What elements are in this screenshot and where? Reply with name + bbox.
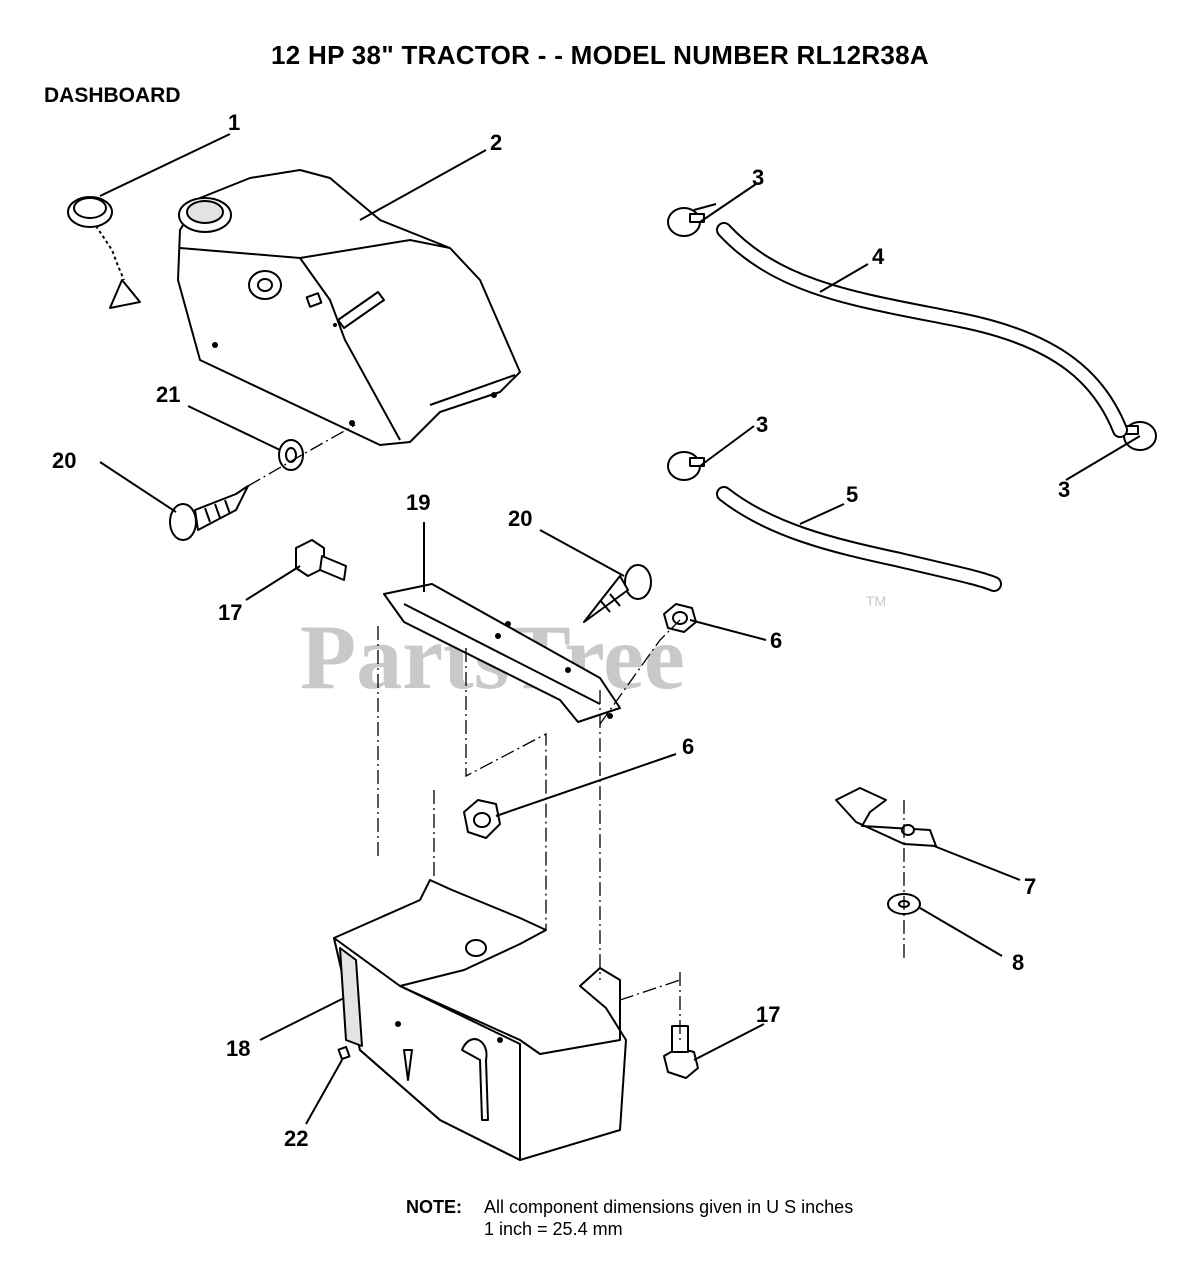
callout-17: 17 xyxy=(218,600,242,625)
part-4-fuel-hose-long[interactable] xyxy=(716,222,1128,438)
note-line-2: 1 inch = 25.4 mm xyxy=(484,1219,623,1239)
note-label: NOTE: xyxy=(406,1197,462,1217)
callout-3: 3 xyxy=(752,165,764,190)
section-label: DASHBOARD xyxy=(44,84,181,107)
dimension-note: NOTE: All component dimensions given in U… xyxy=(406,1196,853,1240)
callout-7: 7 xyxy=(1024,874,1036,899)
callout-4: 4 xyxy=(872,244,885,269)
callout-20: 20 xyxy=(52,448,76,473)
callout-5: 5 xyxy=(846,482,858,507)
leader-lines xyxy=(99,133,1141,1125)
callout-6: 6 xyxy=(682,734,694,759)
part-3-hose-clamp-middle[interactable] xyxy=(667,451,705,481)
part-19-bracket[interactable] xyxy=(383,583,621,723)
callout-22: 22 xyxy=(284,1126,308,1151)
part-18-panel[interactable] xyxy=(333,879,627,1161)
part-17-bolt-bottom[interactable] xyxy=(663,1025,699,1079)
part-1-fuel-cap[interactable] xyxy=(67,196,141,309)
part-17-bolt-top[interactable] xyxy=(295,539,347,581)
callout-6: 6 xyxy=(770,628,782,653)
part-20-screw-right[interactable] xyxy=(583,564,652,623)
callout-18: 18 xyxy=(226,1036,250,1061)
assembly-lines xyxy=(247,424,905,1040)
callout-3: 3 xyxy=(1058,477,1070,502)
callout-numbers: 1 2 3 4 3 3 5 21 20 19 20 17 6 6 7 8 17 … xyxy=(52,110,1070,1151)
part-22-pin[interactable] xyxy=(337,1045,351,1061)
note-line-1: All component dimensions given in U S in… xyxy=(484,1197,854,1217)
part-6-nut-middle[interactable] xyxy=(463,799,501,839)
part-20-screw-left[interactable] xyxy=(169,485,249,541)
callout-3: 3 xyxy=(756,412,768,437)
callout-17: 17 xyxy=(756,1002,780,1027)
part-7-clip[interactable] xyxy=(835,787,937,847)
page-title: 12 HP 38" TRACTOR - - MODEL NUMBER RL12R… xyxy=(270,40,929,70)
part-2-fuel-tank[interactable] xyxy=(177,169,521,446)
callout-8: 8 xyxy=(1012,950,1024,975)
callout-20: 20 xyxy=(508,506,532,531)
callout-19: 19 xyxy=(406,490,430,515)
part-21-washer[interactable] xyxy=(278,439,304,471)
part-5-fuel-hose-short[interactable] xyxy=(716,486,1002,592)
callout-1: 1 xyxy=(228,110,240,135)
callout-21: 21 xyxy=(156,382,180,407)
watermark-trademark: TM xyxy=(866,593,886,609)
callout-2: 2 xyxy=(490,130,502,155)
part-3-hose-clamp-top[interactable] xyxy=(667,203,717,237)
